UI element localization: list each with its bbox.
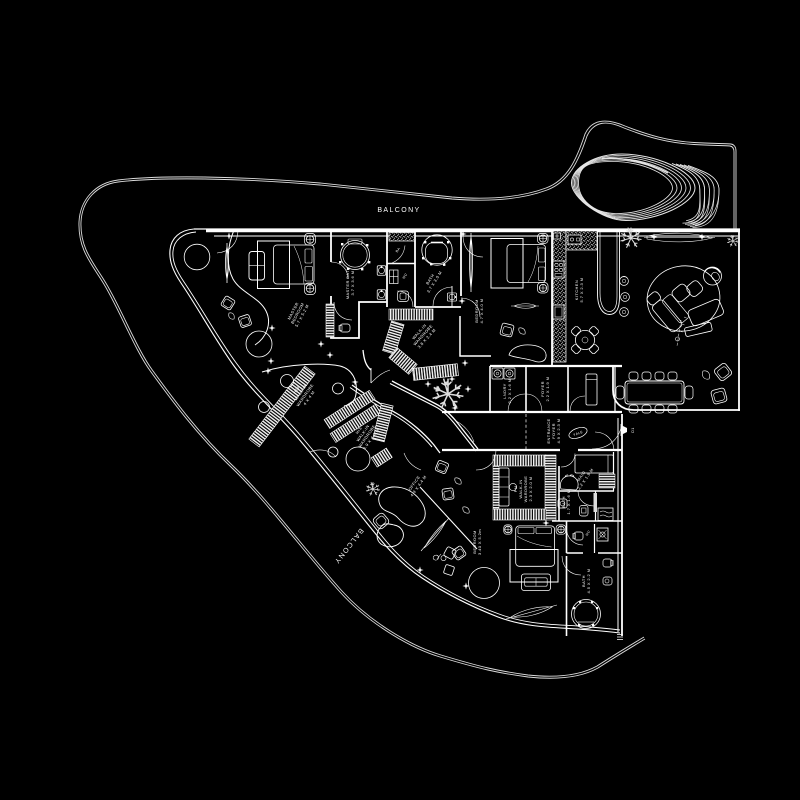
svg-text:1.7 X 1.6 M: 1.7 X 1.6 M (566, 490, 571, 515)
svg-text:FOYER: FOYER (540, 381, 545, 397)
svg-text:WALK-IN: WALK-IN (518, 479, 523, 498)
svg-text:BATH: BATH (425, 273, 436, 286)
svg-text:WC: WC (585, 529, 592, 537)
svg-text:4.5 X 2.2 M: 4.5 X 2.2 M (586, 569, 591, 594)
svg-text:LNDRY: LNDRY (502, 383, 507, 399)
svg-text:ENTRANCE: ENTRANCE (546, 418, 551, 443)
svg-text:KITCHEN: KITCHEN (574, 280, 579, 300)
svg-text:WARDROBE: WARDROBE (523, 476, 528, 503)
svg-text:BA: BA (395, 246, 402, 253)
svg-text:BATH: BATH (561, 496, 566, 508)
svg-text:4.7 X 4.0 M: 4.7 X 4.0 M (479, 299, 484, 324)
svg-text:5.7 X 2.3 M: 5.7 X 2.3 M (579, 278, 584, 303)
svg-text:FOYER: FOYER (551, 423, 556, 439)
svg-text:MASTER BATH: MASTER BATH (345, 267, 350, 300)
svg-text:2.2 X 1.9 M: 2.2 X 1.9 M (545, 377, 550, 402)
svg-text:BEDROOM: BEDROOM (474, 299, 479, 322)
svg-text:BEDROOM: BEDROOM (472, 530, 477, 553)
svg-text:2.3 X 2.0 M: 2.3 X 2.0 M (528, 477, 533, 502)
svg-text:BATH: BATH (581, 575, 586, 587)
svg-text:3.7 X 3.6 M: 3.7 X 3.6 M (350, 271, 355, 296)
svg-text:PM: PM (513, 486, 518, 493)
svg-text:WC: WC (402, 272, 409, 280)
svg-text:2.2 X 1.6 M: 2.2 X 1.6 M (507, 379, 512, 404)
svg-text:D1: D1 (631, 427, 635, 432)
svg-text:MAID: MAID (576, 470, 587, 482)
svg-text:HIS: HIS (354, 426, 363, 435)
svg-text:YALE: YALE (573, 430, 584, 437)
svg-text:BALCONY: BALCONY (377, 207, 420, 214)
svg-text:3.40 X 5.2m: 3.40 X 5.2m (477, 529, 482, 555)
svg-text:4.9 X 2.3 M: 4.9 X 2.3 M (556, 419, 561, 444)
svg-text:HER: HER (292, 384, 302, 395)
